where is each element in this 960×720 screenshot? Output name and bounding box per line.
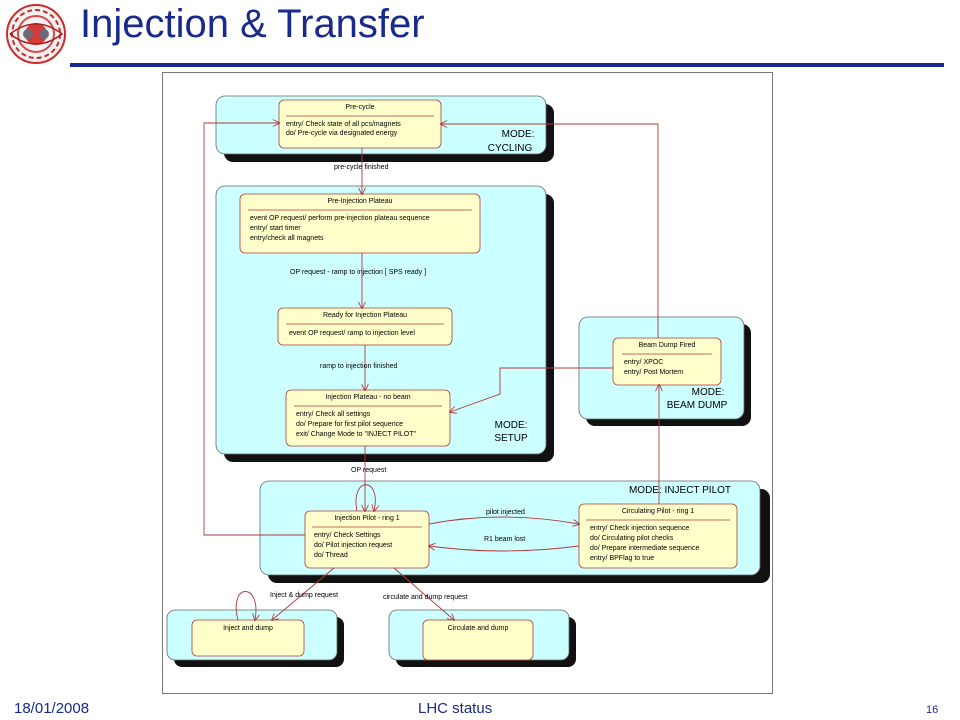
state-circulate-and-dump: Circulate and dump <box>422 619 534 661</box>
arrow-r1-beam-lost <box>429 546 580 552</box>
state-pre-cycle: Pre-cycle entry/ Check state of all pcs/… <box>278 99 442 149</box>
state-injection-plateau-no-beam: Injection Plateau - no beam entry/ Check… <box>285 389 451 447</box>
mode-label-beam-dump-2: BEAM DUMP <box>667 400 728 411</box>
state-action: do/ Thread <box>314 552 348 559</box>
mode-label-setup-1: MODE: <box>495 420 528 431</box>
state-action: event OP request/ ramp to injection leve… <box>289 330 415 337</box>
slide-title: Injection & Transfer <box>80 2 425 46</box>
state-name: Ready for Injection Plateau <box>323 312 407 319</box>
arrow-self-loop-inject-and-dump <box>235 591 256 621</box>
state-beam-dump-fired: Beam Dump Fired entry/ XPOC entry/ Post … <box>612 337 722 386</box>
state-name: Injection Pilot - ring 1 <box>334 515 399 522</box>
state-name: Injection Plateau - no beam <box>325 394 410 401</box>
state-injection-pilot-ring1: Injection Pilot - ring 1 entry/ Check Se… <box>304 510 430 569</box>
state-name: Beam Dump Fired <box>639 342 696 349</box>
transition-label: ramp to injection finished <box>320 363 398 370</box>
state-action: entry/ Post Mortem <box>624 369 683 376</box>
state-name: Pre-cycle <box>345 104 374 111</box>
state-action: entry/ XPOC <box>624 359 663 366</box>
arrow-inject-dump-request <box>272 567 335 620</box>
mode-label-cycling-1: MODE: <box>502 129 535 140</box>
state-action: exit/ Change Mode to "INJECT PILOT" <box>296 431 417 438</box>
state-inject-and-dump: Inject and dump <box>191 619 305 657</box>
arrow-self-loop-injection-pilot <box>355 484 375 511</box>
title-divider <box>70 63 944 67</box>
transition-label: Inject & dump request <box>270 592 338 599</box>
state-action: do/ Pre-cycle via designated energy <box>286 130 398 137</box>
state-name: Circulating Pilot - ring 1 <box>622 508 694 515</box>
mode-label-beam-dump-1: MODE: <box>692 387 725 398</box>
state-pre-injection-plateau: Pre-Injection Plateau event OP request/ … <box>239 193 481 254</box>
state-circulating-pilot-ring1: Circulating Pilot - ring 1 entry/ Check … <box>578 503 738 569</box>
footer-center: LHC status <box>418 700 493 717</box>
state-action: do/ Pilot injection request <box>314 542 392 549</box>
state-action: entry/ start timer <box>250 225 301 232</box>
state-action: entry/ Check injection sequence <box>590 525 689 532</box>
mode-label-inject-pilot: MODE: INJECT PILOT <box>629 485 731 496</box>
state-action: entry/ BPFlag to true <box>590 555 654 562</box>
mode-label-setup-2: SETUP <box>494 433 528 444</box>
state-action: entry/ Check Settings <box>314 532 381 539</box>
state-action: do/ Circulating pilot checks <box>590 535 674 542</box>
arrow-beam-dump-to-pre-cycle <box>441 124 659 338</box>
transition-label: circulate and dump request <box>383 594 467 601</box>
arrow-return-to-pre-cycle-left <box>203 123 305 536</box>
footer-date: 18/01/2008 <box>14 700 90 717</box>
state-name: Pre-Injection Plateau <box>328 198 393 205</box>
arrow-pilot-injected <box>428 516 579 524</box>
transition-label: pre-cycle finished <box>334 164 389 171</box>
state-action: do/ Prepare intermediate sequence <box>590 545 699 552</box>
state-action: entry/check all magnets <box>250 235 324 242</box>
state-action: entry/ Check state of all pcs/magnets <box>286 121 401 128</box>
transition-label: pilot injected <box>486 509 525 516</box>
transition-label: R1 beam lost <box>484 536 525 543</box>
arrow-circulate-dump-request <box>393 567 454 620</box>
state-name: Circulate and dump <box>448 625 509 632</box>
lhc-logo-icon <box>6 4 66 64</box>
page-number: 16 <box>926 704 939 716</box>
state-ready-for-injection-plateau: Ready for Injection Plateau event OP req… <box>277 307 453 346</box>
transition-label: OP request - ramp to injection [ SPS rea… <box>290 269 426 276</box>
arrow-beam-dump-to-injection-plateau <box>450 367 613 412</box>
state-action: entry/ Check all settings <box>296 411 371 418</box>
state-action: do/ Prepare for first pilot sequence <box>296 421 403 428</box>
mode-label-cycling-2: CYCLING <box>488 143 533 154</box>
transition-label: OP request <box>351 467 386 474</box>
state-diagram: MODE: CYCLING MODE: SETUP MODE: BEAM DUM… <box>166 95 770 667</box>
state-name: Inject and dump <box>223 625 273 632</box>
state-action: event OP request/ perform pre-injection … <box>250 215 430 222</box>
transition-arrows <box>203 123 659 621</box>
